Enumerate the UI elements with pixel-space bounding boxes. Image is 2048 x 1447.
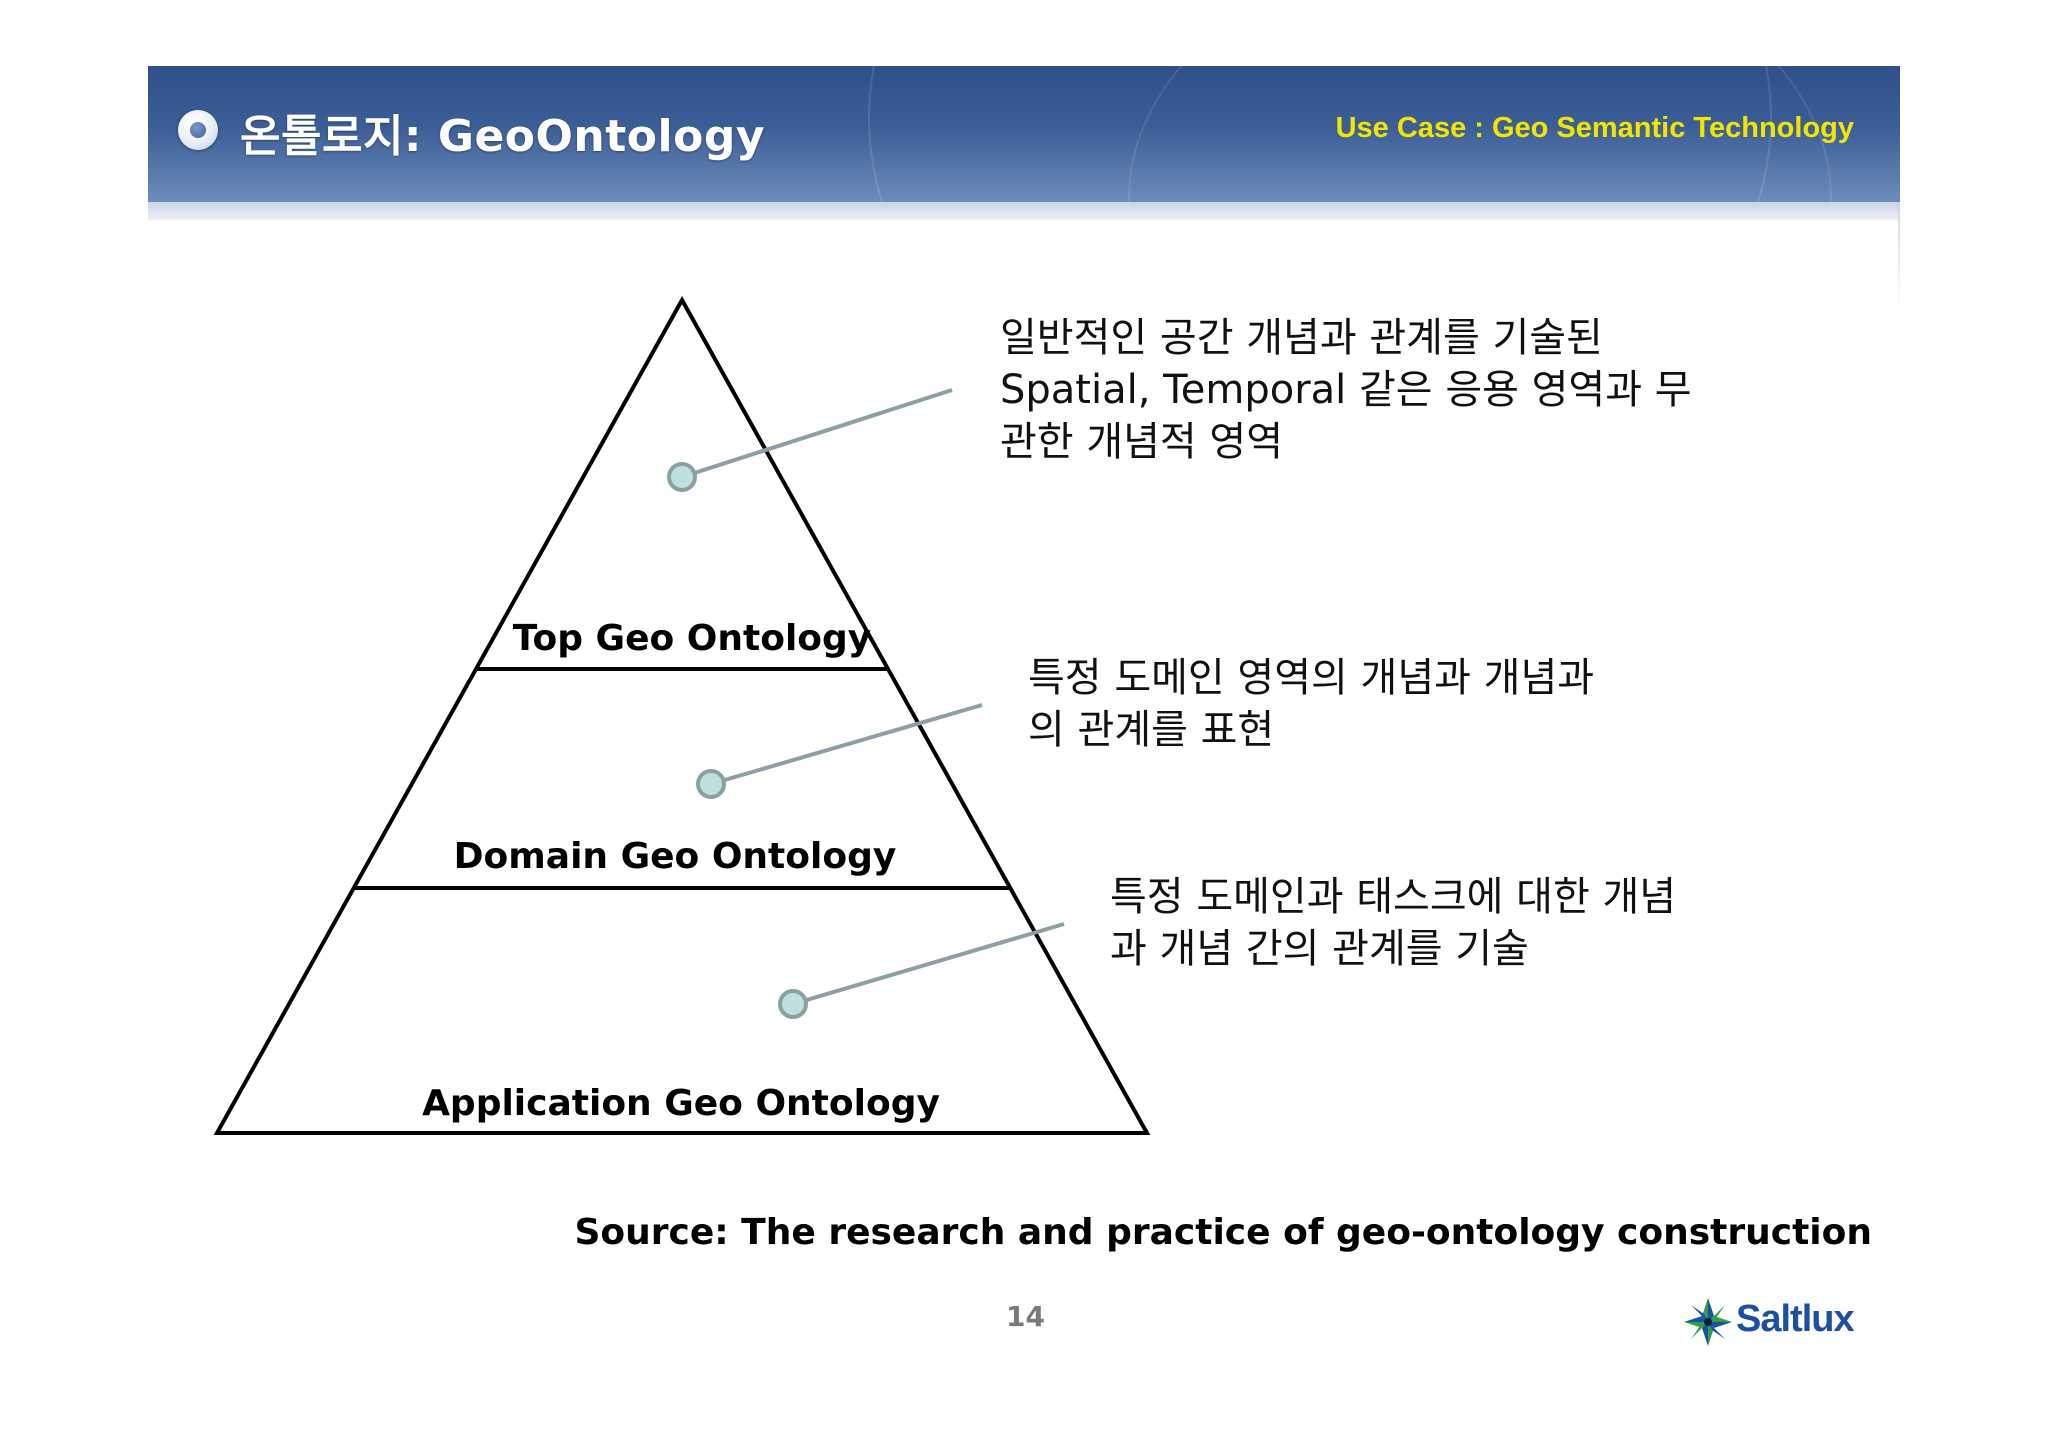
slide-subtitle: Use Case : Geo Semantic Technology — [1335, 112, 1854, 144]
source-citation: Source: The research and practice of geo… — [574, 1212, 1872, 1253]
connector-line-domain — [710, 703, 983, 786]
connector-line-top — [681, 388, 953, 479]
page-number: 14 — [1006, 1300, 1045, 1333]
logo-star-icon — [1684, 1298, 1732, 1346]
connector-dot-top — [667, 462, 697, 492]
description-application: 특정 도메인과 태스크에 대한 개념 과 개념 간의 관계를 기술 — [1110, 874, 1677, 972]
header-underline — [148, 202, 1900, 220]
connector-line-application — [792, 922, 1065, 1006]
slide-title: 온톨로지: GeoOntology — [240, 111, 765, 162]
saltlux-logo: Saltlux — [1682, 1296, 1862, 1348]
bullet-icon — [178, 110, 218, 150]
slide-edge-line — [1898, 202, 1900, 312]
level-label-application: Application Geo Ontology — [422, 1083, 940, 1124]
header-banner — [148, 66, 1900, 202]
level-label-top: Top Geo Ontology — [513, 618, 872, 659]
connector-dot-application — [778, 989, 808, 1019]
pyramid-outline — [213, 295, 1151, 1135]
connector-dot-domain — [696, 769, 726, 799]
description-top: 일반적인 공간 개념과 관계를 기술된 Spatial, Temporal 같은… — [1000, 315, 1692, 465]
bullet-core — [190, 122, 206, 138]
level-label-domain: Domain Geo Ontology — [454, 836, 897, 877]
description-domain: 특정 도메인 영역의 개념과 개념과 의 관계를 표현 — [1028, 655, 1595, 753]
logo-wordmark: Saltlux — [1736, 1298, 1855, 1340]
